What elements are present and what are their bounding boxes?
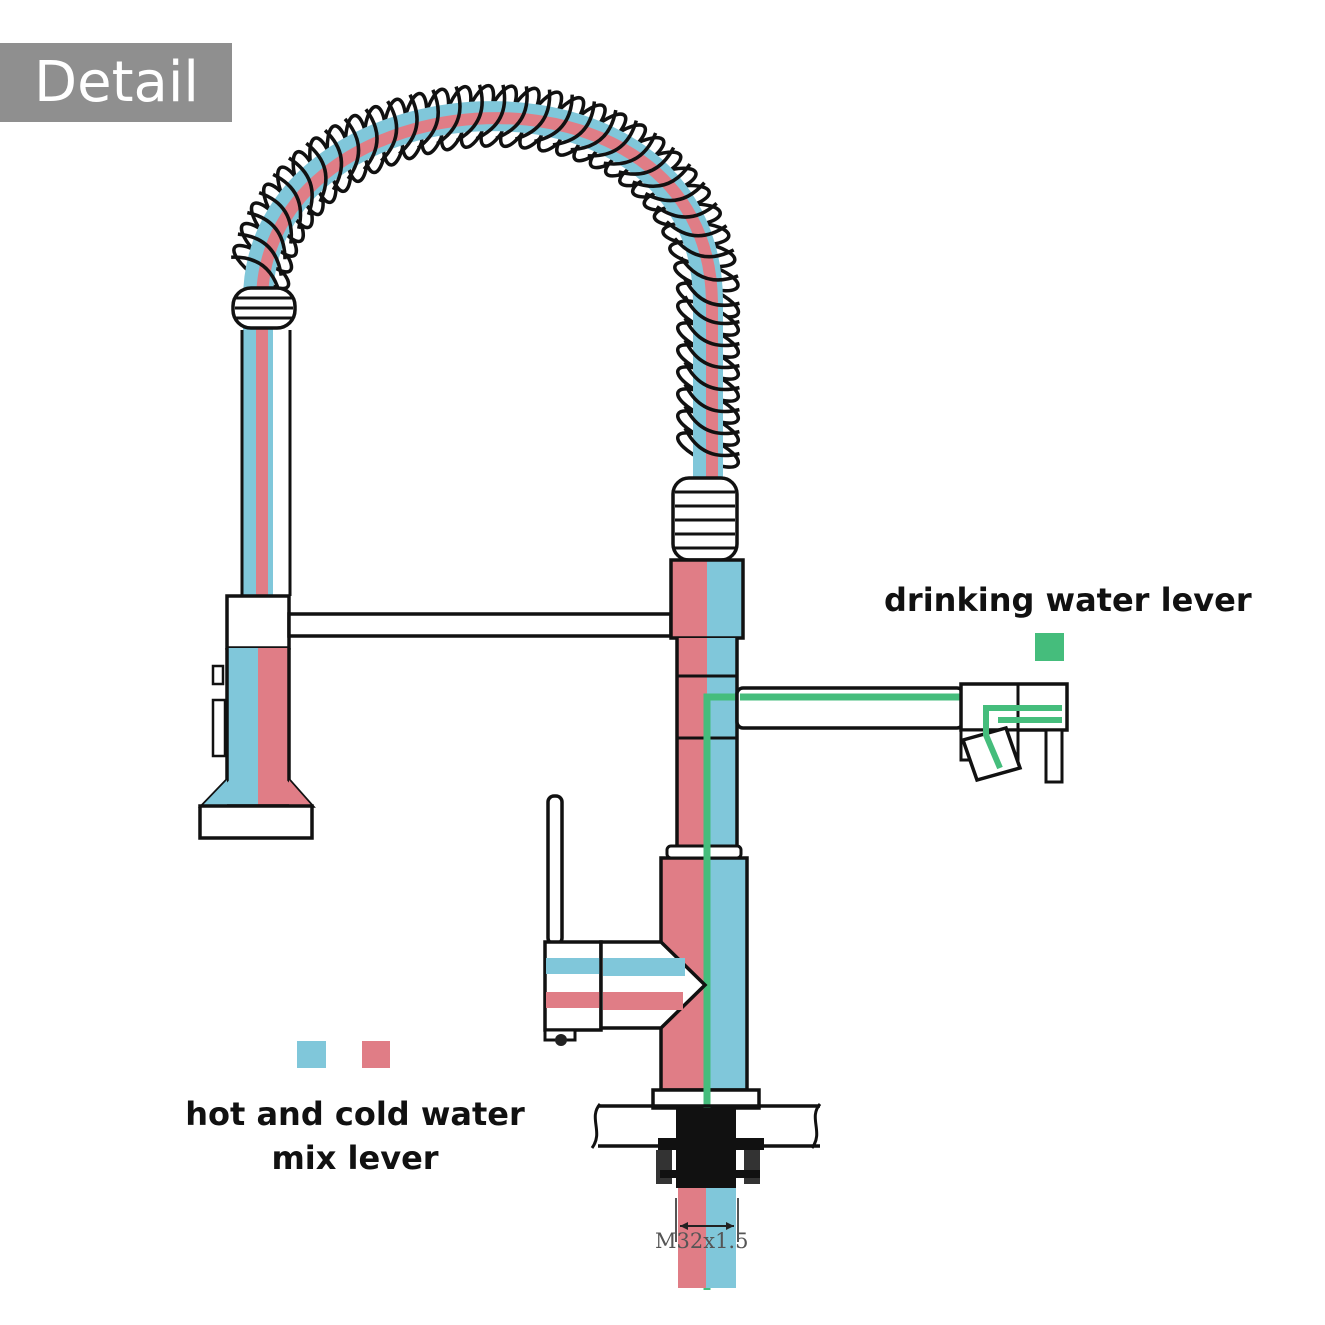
- drinking-water-lever-label: drinking water lever: [884, 581, 1252, 619]
- coil-loop-front: [287, 156, 314, 216]
- coil-band-left: [231, 286, 297, 330]
- coil-loop-front: [343, 117, 361, 180]
- coil-loop-front: [534, 94, 574, 144]
- coil-loop-front: [683, 383, 740, 414]
- coil-loop-front: [246, 210, 287, 260]
- coil-loop-front: [362, 108, 379, 171]
- legend-drinking-swatch: [1035, 633, 1064, 661]
- coil-loop-front: [644, 181, 706, 203]
- mix-lever-label-line2: mix lever: [271, 1139, 439, 1177]
- spring-coil-front: [231, 84, 740, 458]
- spray-head: [197, 594, 316, 840]
- coil-loop-front: [587, 120, 638, 158]
- coil-loop-front: [618, 146, 676, 176]
- coil-loop-front: [673, 237, 735, 259]
- coil-loop-front: [379, 100, 399, 163]
- spring-coil: [232, 83, 741, 469]
- coil-loop-front: [475, 84, 507, 141]
- mounting-shank: [656, 1108, 764, 1288]
- coil-loop-front: [323, 129, 344, 191]
- coil-loop-front: [683, 405, 740, 436]
- legend-cold-swatch: [297, 1041, 326, 1068]
- coil-loop-front: [272, 172, 303, 230]
- coil-loop-front: [570, 109, 618, 152]
- coil-loop-front: [436, 85, 462, 145]
- detail-tag: Detail: [0, 43, 232, 122]
- mix-lever-label-line1: hot and cold water: [185, 1095, 525, 1133]
- mix-lever-handle: [543, 794, 708, 1046]
- coil-loop-front: [683, 277, 740, 308]
- legend: [297, 633, 1064, 1068]
- coil-loop-front: [683, 339, 740, 370]
- coil-loop-front: [305, 141, 328, 203]
- thread-spec-label: M32x1.5: [655, 1229, 749, 1253]
- coil-loop-front: [683, 317, 740, 348]
- coil-loop-front: [495, 86, 529, 140]
- coil-loop-front: [683, 295, 740, 326]
- coil-loop-front: [679, 256, 739, 282]
- coil-loop-front: [552, 101, 597, 147]
- mix-lever-label: hot and cold water mix lever: [150, 1092, 560, 1180]
- coil-loop-front: [416, 89, 440, 150]
- drinking-water-spout: [735, 682, 1069, 784]
- coil-loop-front: [398, 93, 419, 156]
- coil-loop-front: [665, 220, 728, 238]
- coil-loop-front: [655, 201, 718, 219]
- coil-loop-front: [258, 191, 294, 244]
- coil-loop-front: [683, 361, 740, 392]
- coil-loop-front: [683, 427, 740, 458]
- coil-band-right: [671, 476, 739, 562]
- coil-loop-front: [455, 84, 484, 142]
- holder-arm: [287, 612, 673, 638]
- drinking-water-channel: [703, 693, 735, 1290]
- coil-loop-front: [632, 163, 692, 188]
- legend-hot-swatch: [362, 1041, 390, 1068]
- coil-loop-front: [237, 232, 283, 276]
- coil-loop-front: [514, 89, 552, 141]
- coil-loop-front: [603, 132, 658, 166]
